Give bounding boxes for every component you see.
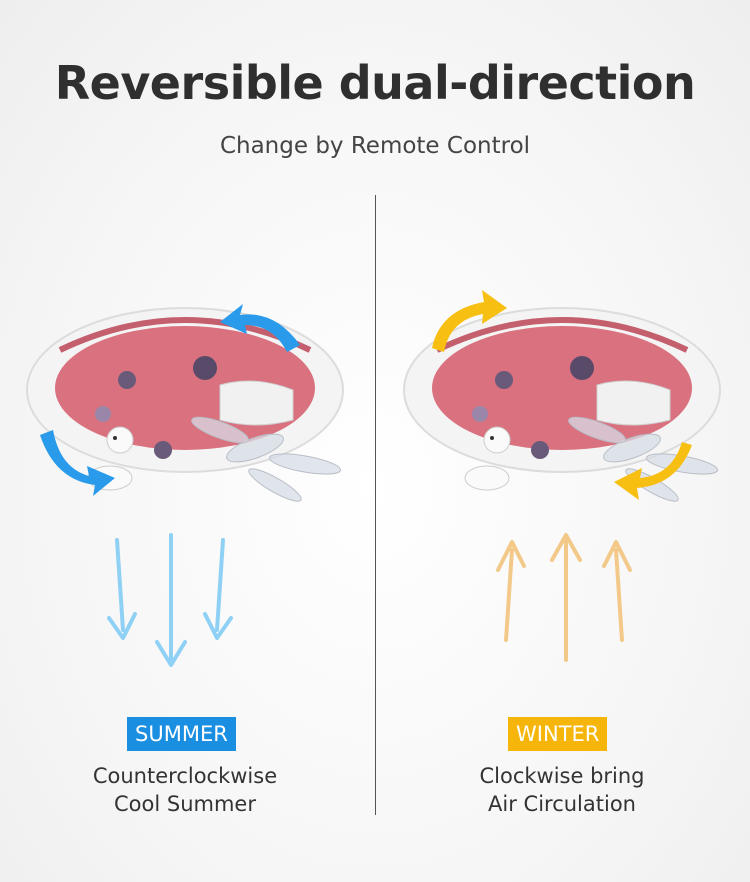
page-title: Reversible dual-direction xyxy=(54,56,696,110)
summer-badge: SUMMER xyxy=(127,717,236,751)
clockwise-arrows-icon xyxy=(432,290,692,500)
summer-description: Counterclockwise Cool Summer xyxy=(15,762,355,818)
summer-panel: SUMMER Counterclockwise Cool Summer xyxy=(15,280,355,840)
winter-panel: WINTER Clockwise bring Air Circulation xyxy=(392,280,732,840)
winter-description: Clockwise bring Air Circulation xyxy=(392,762,732,818)
ceiling-fan-image xyxy=(26,304,344,502)
ceiling-fan-image xyxy=(403,290,721,502)
center-divider xyxy=(375,195,376,815)
upward-airflow-icon xyxy=(496,533,632,662)
counterclockwise-arrows-icon xyxy=(40,304,300,496)
winter-line-1: Clockwise bring xyxy=(479,764,645,788)
downward-airflow-icon xyxy=(107,533,233,667)
winter-badge: WINTER xyxy=(508,717,608,751)
winter-line-2: Air Circulation xyxy=(488,792,636,816)
summer-line-1: Counterclockwise xyxy=(92,764,278,788)
unicorn-figure-icon xyxy=(464,426,511,491)
page-subtitle: Change by Remote Control xyxy=(219,133,531,159)
summer-line-2: Cool Summer xyxy=(114,792,256,816)
